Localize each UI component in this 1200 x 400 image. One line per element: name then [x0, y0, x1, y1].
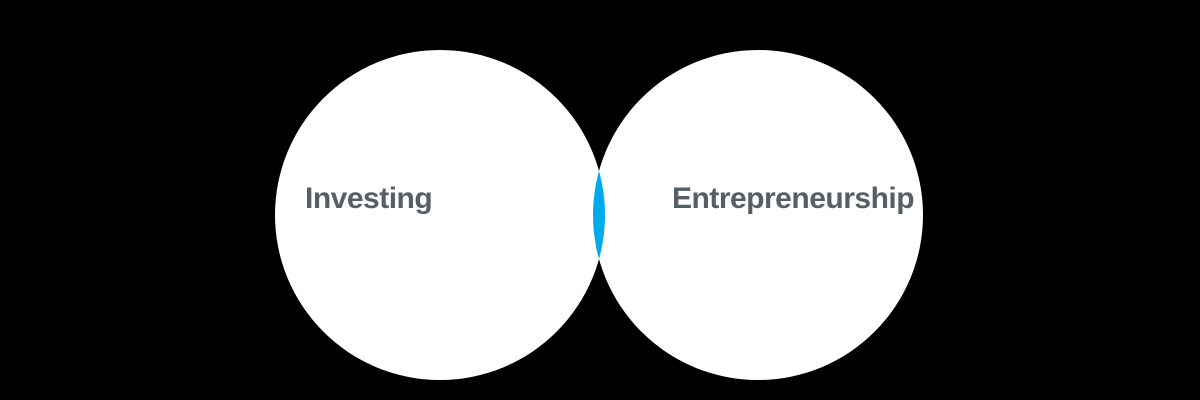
label-investing: Investing — [305, 182, 432, 215]
label-entrepreneurship: Entrepreneurship — [672, 182, 914, 215]
circle-investing — [275, 50, 605, 380]
circle-entrepreneurship — [593, 50, 923, 380]
